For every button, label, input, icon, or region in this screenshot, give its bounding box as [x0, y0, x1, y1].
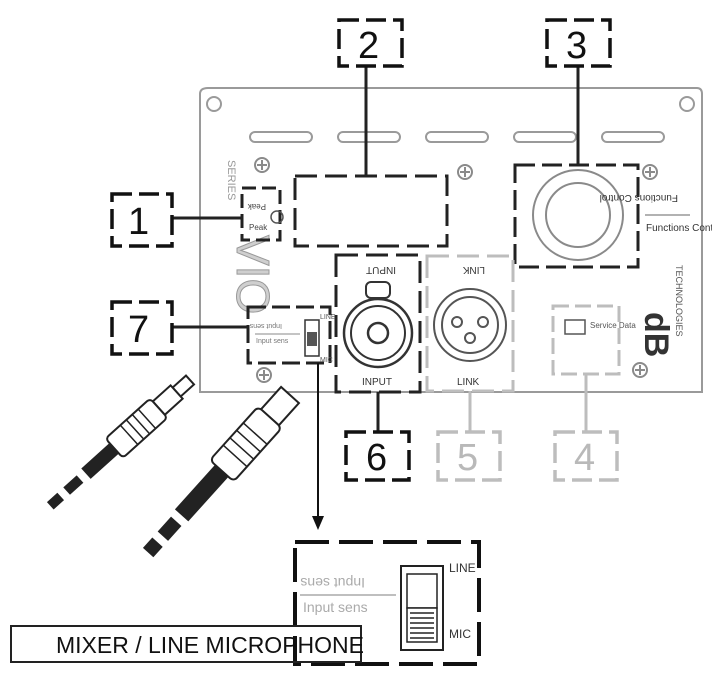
display-window: [293, 174, 449, 248]
zoom-arrow: [312, 363, 324, 530]
svg-text:Input sens: Input sens: [300, 575, 365, 591]
svg-text:Functions Control: Functions Control: [600, 192, 678, 203]
caption-text: MIXER / LINE MICROPHONE: [56, 632, 364, 658]
svg-text:Peak: Peak: [247, 202, 266, 211]
svg-text:SERIES: SERIES: [225, 160, 237, 200]
leader-lines: [172, 66, 580, 432]
mounting-hole: [679, 96, 695, 112]
input-sens-switch[interactable]: Input sens Input sens LINE MIC: [246, 305, 336, 365]
callout-5: 5: [436, 430, 502, 482]
functions-control-label: Functions Control Functions Control: [600, 192, 712, 234]
leader-lines-grey: [468, 374, 588, 432]
input-combo-jack[interactable]: INPUT INPUT: [334, 253, 422, 394]
svg-text:TECHNOLOGIES: TECHNOLOGIES: [674, 265, 684, 337]
xlr-plug-icon: [142, 385, 301, 558]
svg-text:7: 7: [128, 309, 149, 351]
svg-text:Input sens: Input sens: [303, 599, 368, 615]
svg-text:MIC: MIC: [449, 627, 471, 641]
svg-text:1: 1: [128, 201, 149, 243]
peak-led: [270, 210, 284, 224]
zoom-switch-knob: [406, 607, 438, 643]
input-sens-zoom: Input sens Input sens LINE MIC: [293, 540, 481, 666]
vent-slots: [249, 131, 665, 143]
callout-3: 3: [545, 18, 612, 68]
svg-text:INPUT: INPUT: [366, 264, 396, 275]
model-name: VIO SERIES: [225, 160, 280, 315]
callout-7: 7: [110, 300, 174, 356]
peak-indicator: Peak Peak: [240, 186, 284, 242]
svg-text:5: 5: [457, 437, 478, 479]
svg-text:LINK: LINK: [457, 377, 480, 388]
usb-port-icon: [564, 319, 586, 335]
link-xlr-jack[interactable]: LINK LINK: [425, 254, 515, 393]
svg-text:6: 6: [366, 437, 387, 479]
svg-text:dB: dB: [637, 312, 675, 357]
svg-text:LINK: LINK: [462, 264, 485, 275]
screws: [254, 157, 658, 383]
svg-text:2: 2: [358, 25, 379, 67]
svg-text:MIC: MIC: [320, 357, 333, 364]
callout-1: 1: [110, 192, 174, 248]
svg-text:VIO: VIO: [227, 235, 279, 314]
svg-text:Input sens: Input sens: [256, 338, 289, 345]
mounting-hole: [206, 96, 222, 112]
svg-text:Functions Control: Functions Control: [646, 223, 712, 234]
callout-4: 4: [553, 430, 619, 482]
brand-logo: dB TECHNOLOGIES: [637, 265, 684, 357]
svg-text:INPUT: INPUT: [362, 377, 392, 388]
callout-6: 6: [344, 430, 411, 482]
svg-text:LINE: LINE: [449, 561, 476, 575]
svg-text:LINE: LINE: [320, 314, 336, 321]
svg-text:4: 4: [574, 437, 595, 479]
svg-text:Input sens: Input sens: [249, 322, 282, 329]
svg-text:3: 3: [566, 25, 587, 67]
jack-plug-icon: [46, 374, 196, 510]
caption-box: MIXER / LINE MICROPHONE: [10, 625, 364, 663]
svg-text:Service Data: Service Data: [590, 321, 636, 330]
callout-2: 2: [337, 18, 404, 68]
svg-text:Peak: Peak: [249, 223, 268, 232]
